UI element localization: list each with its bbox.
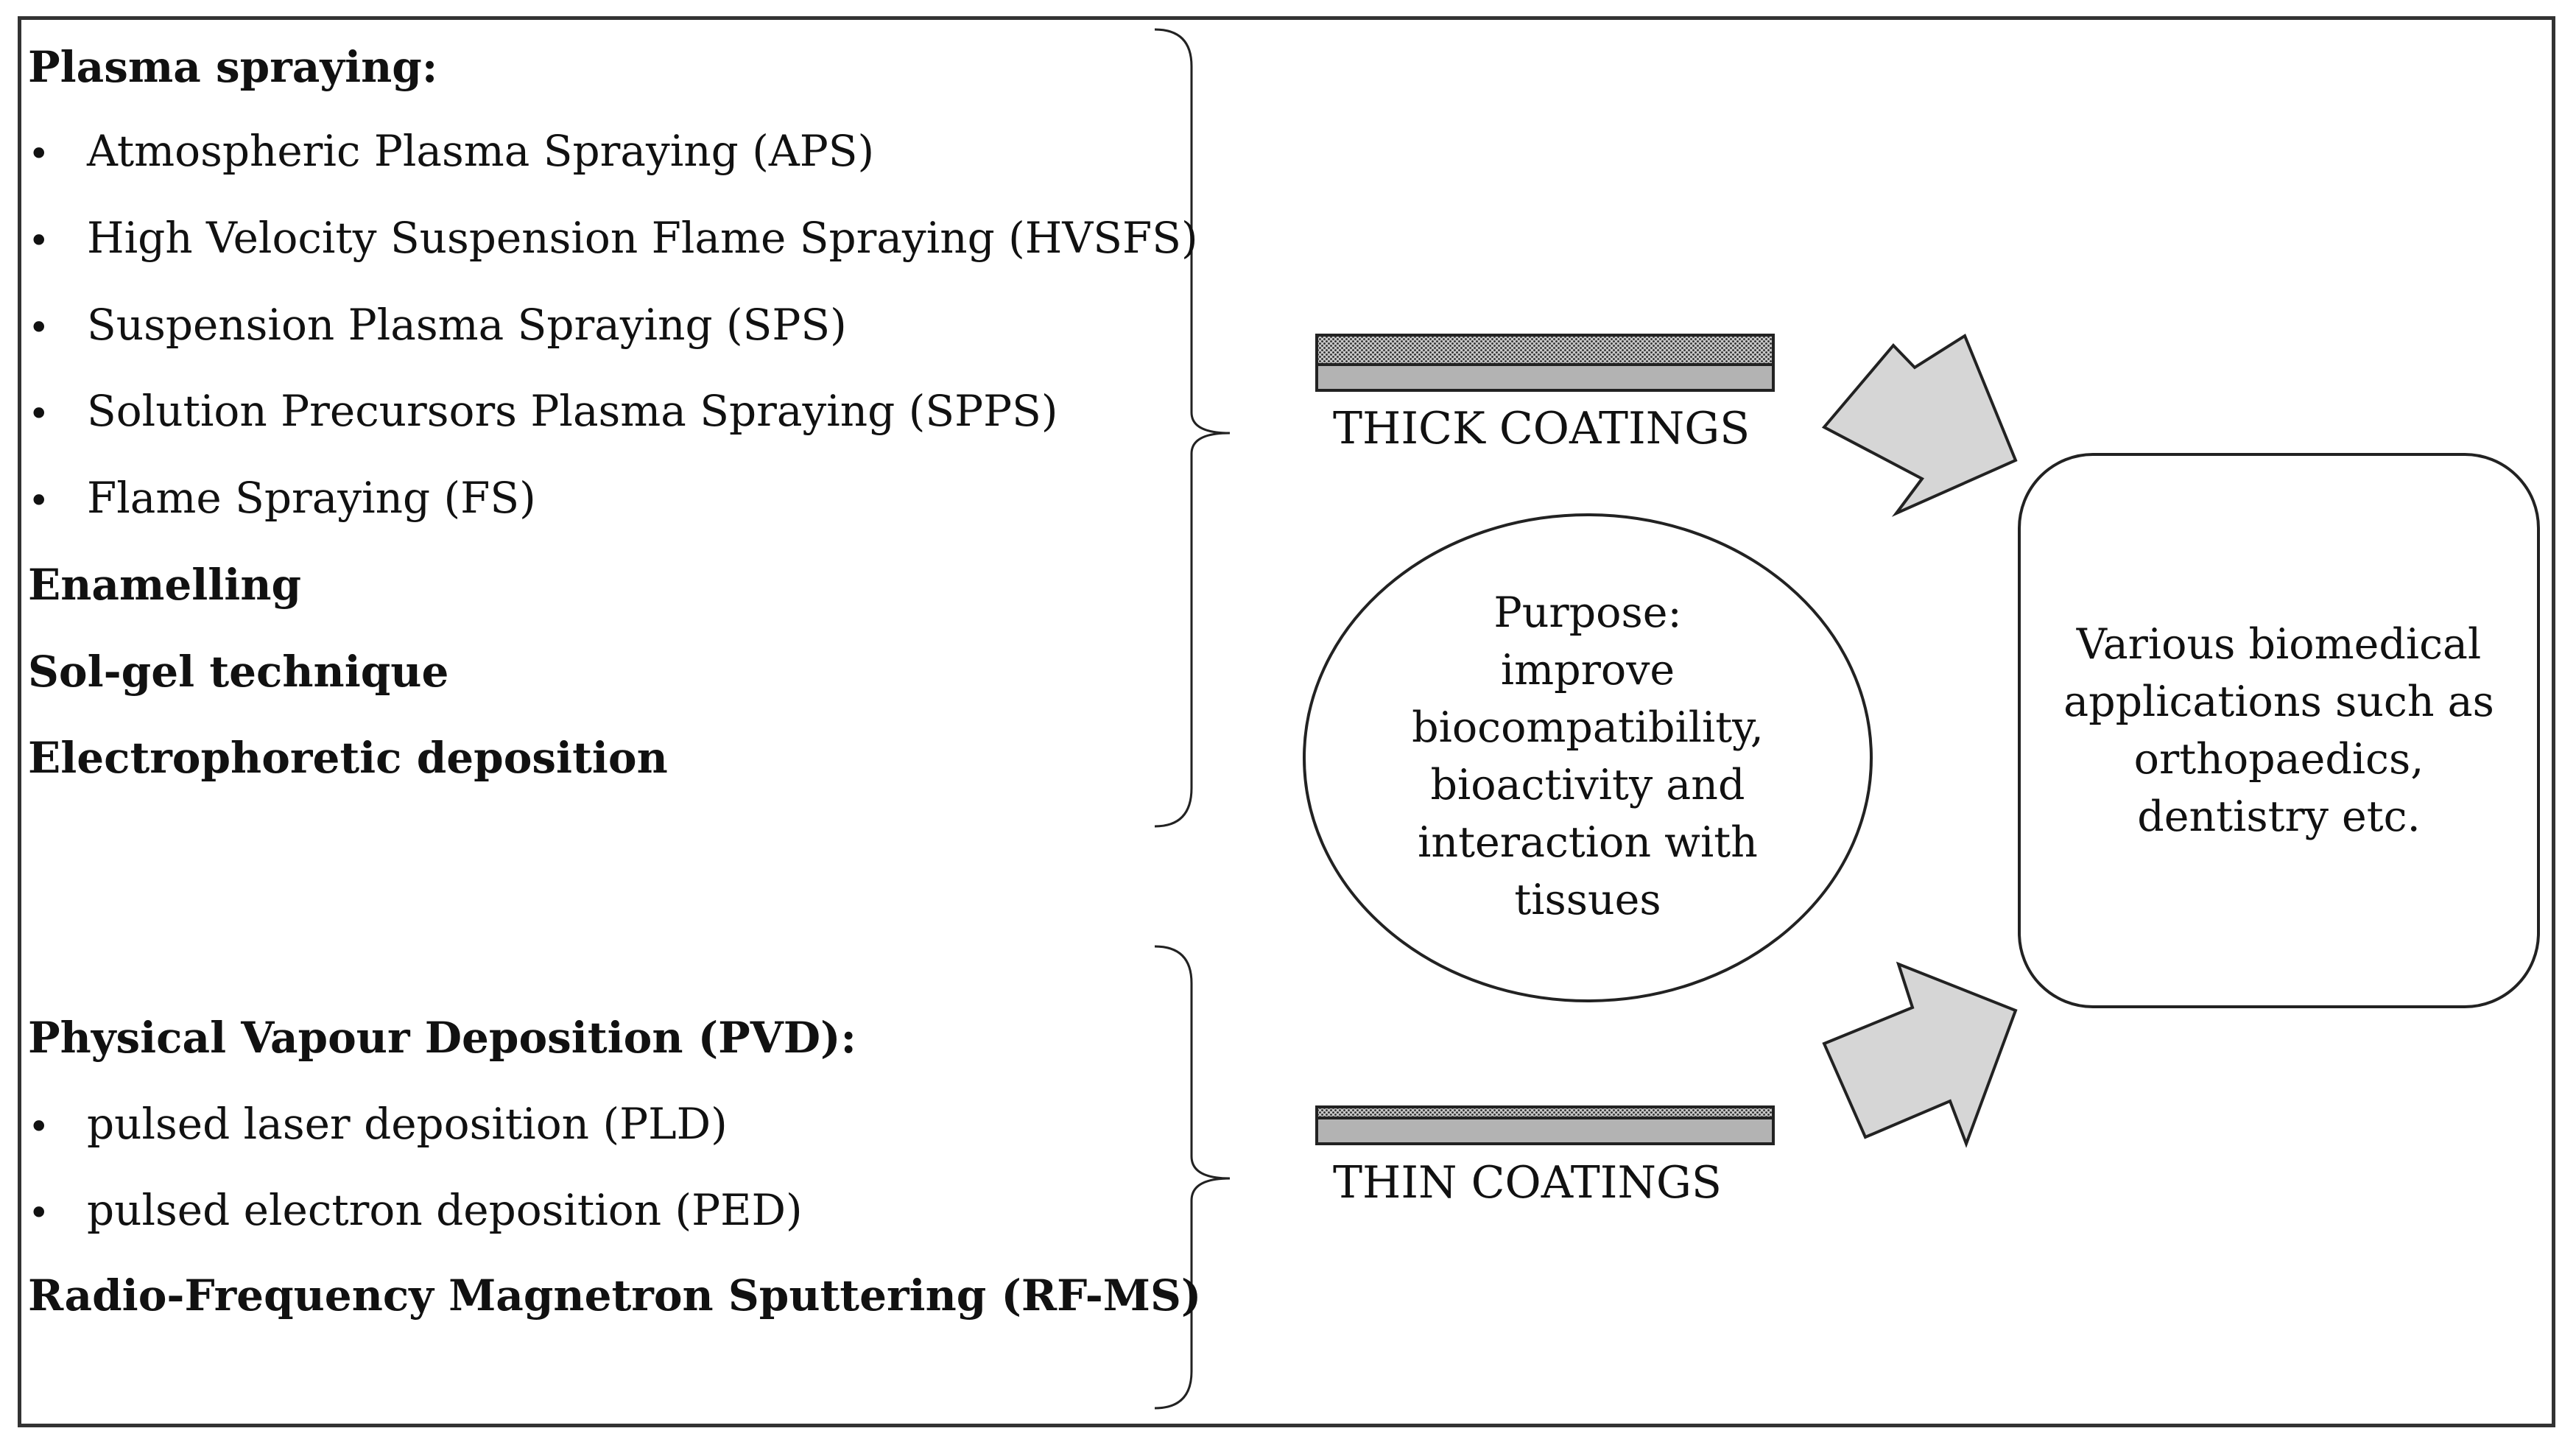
list-item-fs: Flame Spraying (FS)	[87, 473, 536, 523]
purpose-line: interaction with	[1418, 818, 1758, 867]
bullet-glyph: •	[28, 1105, 50, 1148]
bullet-glyph: •	[28, 1192, 50, 1234]
applications-line: dentistry etc.	[2137, 792, 2421, 841]
list-item-pld: pulsed laser deposition (PLD)	[87, 1099, 728, 1149]
upper-block-arrow	[1821, 334, 2018, 517]
top-curly-brace	[1154, 28, 1231, 828]
bullet-glyph: •	[28, 219, 50, 262]
purpose-ellipse	[1303, 513, 1873, 1002]
list-item-sps: Suspension Plasma Spraying (SPS)	[87, 300, 847, 350]
thin-coating-layer	[1315, 1105, 1775, 1119]
list-item-aps: Atmospheric Plasma Spraying (APS)	[87, 126, 875, 176]
electrophoretic-heading: Electrophoretic deposition	[28, 733, 668, 783]
purpose-line: improve	[1500, 646, 1675, 695]
enamelling-heading: Enamelling	[28, 560, 302, 610]
pvd-heading: Physical Vapour Deposition (PVD):	[28, 1013, 856, 1063]
sol-gel-heading: Sol-gel technique	[28, 647, 449, 697]
bullet-glyph: •	[28, 479, 50, 522]
list-item-ped: pulsed electron deposition (PED)	[87, 1185, 803, 1235]
purpose-line: Purpose:	[1493, 588, 1682, 637]
bullet-glyph: •	[28, 133, 50, 175]
purpose-text: Purpose: improve biocompatibility, bioac…	[1334, 584, 1842, 929]
purpose-line: tissues	[1514, 876, 1661, 924]
applications-line: Various biomedical	[2076, 620, 2482, 669]
list-item-hvsfs: High Velocity Suspension Flame Spraying …	[87, 213, 1198, 263]
thin-coating-illustration	[1315, 1105, 1775, 1145]
lower-block-arrow	[1822, 961, 2018, 1148]
bottom-curly-brace	[1154, 945, 1231, 1410]
applications-line: applications such as	[2063, 678, 2494, 726]
thick-coating-layer	[1315, 334, 1775, 366]
rf-ms-heading: Radio-Frequency Magnetron Sputtering (RF…	[28, 1270, 1202, 1321]
thick-substrate-layer	[1315, 363, 1775, 392]
applications-line: orthopaedics,	[2133, 735, 2424, 784]
thin-coatings-label: THIN COATINGS	[1333, 1157, 1722, 1209]
applications-box	[2018, 453, 2540, 1008]
plasma-spraying-heading: Plasma spraying:	[28, 42, 438, 92]
bullet-glyph: •	[28, 306, 50, 349]
bullet-glyph: •	[28, 393, 50, 435]
applications-text: Various biomedical applications such as …	[2027, 616, 2531, 845]
list-item-spps: Solution Precursors Plasma Spraying (SPP…	[87, 386, 1058, 436]
thick-coatings-label: THICK COATINGS	[1333, 403, 1750, 454]
purpose-line: bioactivity and	[1430, 761, 1745, 809]
thick-coating-illustration	[1315, 334, 1775, 392]
thin-substrate-layer	[1315, 1117, 1775, 1145]
purpose-line: biocompatibility,	[1412, 703, 1764, 752]
